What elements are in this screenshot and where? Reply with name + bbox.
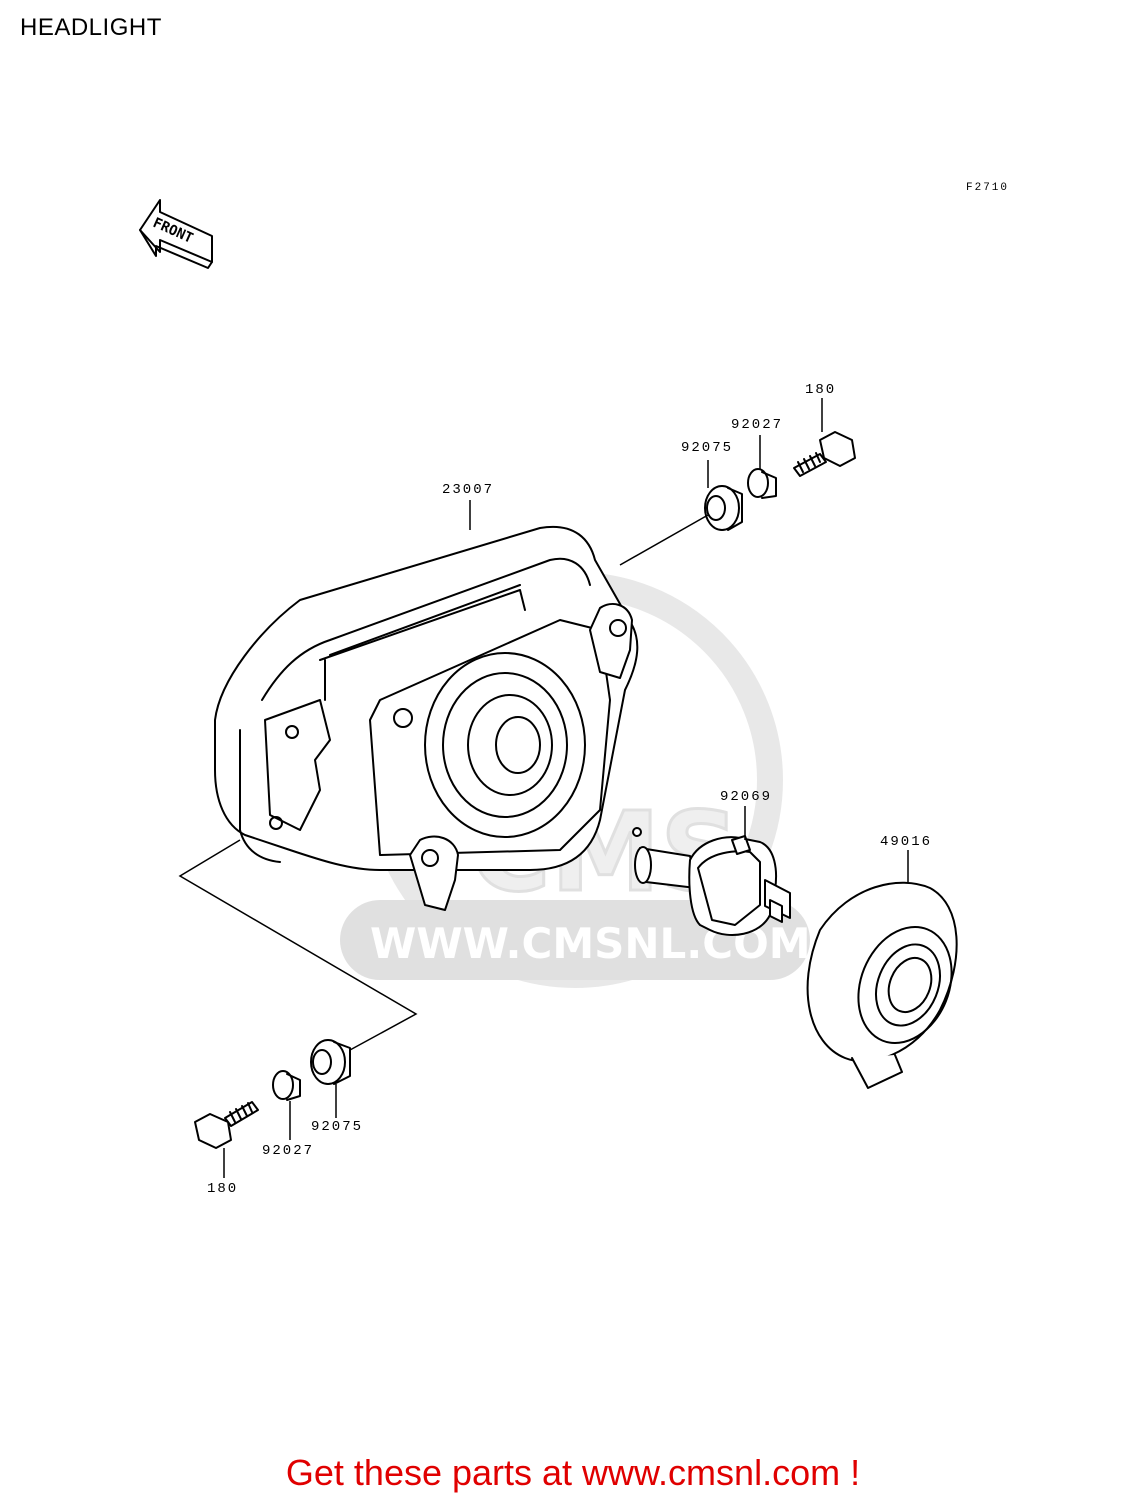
washer-top [747, 468, 777, 499]
label-bulb: 92069 [720, 789, 772, 805]
socket-cover [806, 881, 958, 1089]
figure-code: F2710 [966, 182, 1009, 194]
page-title: HEADLIGHT [20, 14, 162, 41]
label-socket-cover: 49016 [880, 834, 932, 850]
label-washer-bottom: 92027 [262, 1143, 314, 1159]
label-headlight-unit: 23007 [442, 482, 494, 498]
label-grommet-top: 92075 [681, 440, 733, 456]
label-bolt-bottom: 180 [207, 1181, 238, 1197]
grommet-bottom [310, 1039, 351, 1085]
cta-link[interactable]: Get these parts at www.cmsnl.com ! [285, 1452, 861, 1493]
front-arrow-icon: FRONT [139, 199, 213, 269]
headlight-unit [214, 525, 639, 911]
bulb [632, 827, 791, 936]
bolt-bottom [194, 1101, 259, 1149]
grommet-top [704, 485, 743, 531]
label-grommet-bottom: 92075 [311, 1119, 363, 1135]
label-bolt-top: 180 [805, 382, 836, 398]
bolt-top [793, 431, 856, 477]
washer-bottom [272, 1070, 301, 1101]
label-washer-top: 92027 [731, 417, 783, 433]
